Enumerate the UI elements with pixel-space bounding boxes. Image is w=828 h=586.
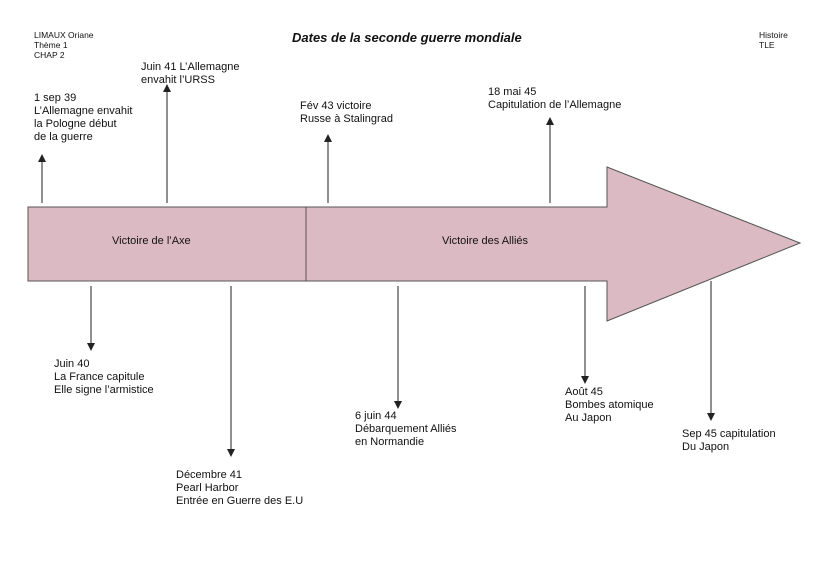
subject-label: Histoire [759, 30, 788, 40]
event-line: Juin 41 L’Allemagne [141, 61, 240, 73]
event-juin-40: Juin 40 La France capitule Elle signe l’… [54, 358, 154, 397]
event-line: Capitulation de l’Allemagne [488, 99, 622, 111]
event-fev-43: Fév 43 victoire Russe à Stalingrad [300, 100, 393, 126]
page-title: Dates de la seconde guerre mondiale [292, 30, 522, 45]
event-line: de la guerre [34, 131, 93, 143]
event-line: Entrée en Guerre des E.U [176, 495, 304, 507]
event-aout-45: Août 45 Bombes atomique Au Japon [565, 386, 654, 425]
event-line: en Normandie [355, 436, 425, 448]
event-dec-41: Décembre 41 Pearl Harbor Entrée en Guerr… [176, 469, 303, 508]
event-line: Sep 45 capitulation [682, 428, 776, 440]
event-juin-41: Juin 41 L’Allemagne envahit l’URSS [141, 61, 239, 87]
event-line: 18 mai 45 [488, 86, 537, 98]
event-sep-45: Sep 45 capitulation Du Japon [682, 428, 776, 454]
event-line: envahit l’URSS [141, 74, 215, 86]
chapter-label: CHAP 2 [34, 50, 65, 60]
timeline-arrow [27, 166, 802, 322]
event-line: la Pologne début [34, 118, 117, 130]
header-right: Histoire TLE [759, 30, 788, 50]
segment-label-allies: Victoire des Alliés [442, 235, 529, 247]
author-name: LIMAUX Oriane [34, 30, 94, 40]
event-line: Au Japon [565, 412, 612, 424]
event-line: Bombes atomique [565, 399, 654, 411]
header-left: LIMAUX Oriane Thème 1 CHAP 2 [34, 30, 94, 60]
event-line: L’Allemagne envahit [34, 105, 133, 117]
event-line: Elle signe l’armistice [54, 384, 154, 396]
event-line: Du Japon [682, 441, 730, 453]
event-line: Fév 43 victoire [300, 100, 372, 112]
theme-label: Thème 1 [34, 40, 68, 50]
event-line: Débarquement Alliés [355, 423, 457, 435]
class-label: TLE [759, 40, 775, 50]
event-line: Décembre 41 [176, 469, 243, 481]
event-mai-45: 18 mai 45 Capitulation de l’Allemagne [488, 86, 621, 112]
event-line: Août 45 [565, 386, 603, 398]
event-line: Juin 40 [54, 358, 90, 370]
event-line: Russe à Stalingrad [300, 113, 393, 125]
event-line: La France capitule [54, 371, 145, 383]
event-sep-39: 1 sep 39 L’Allemagne envahit la Pologne … [34, 92, 132, 144]
event-line: 1 sep 39 [34, 92, 77, 104]
event-line: Pearl Harbor [176, 482, 239, 494]
event-juin-44: 6 juin 44 Débarquement Alliés en Normand… [355, 410, 457, 449]
segment-label-axis: Victoire de l’Axe [112, 235, 191, 247]
event-line: 6 juin 44 [355, 410, 397, 422]
